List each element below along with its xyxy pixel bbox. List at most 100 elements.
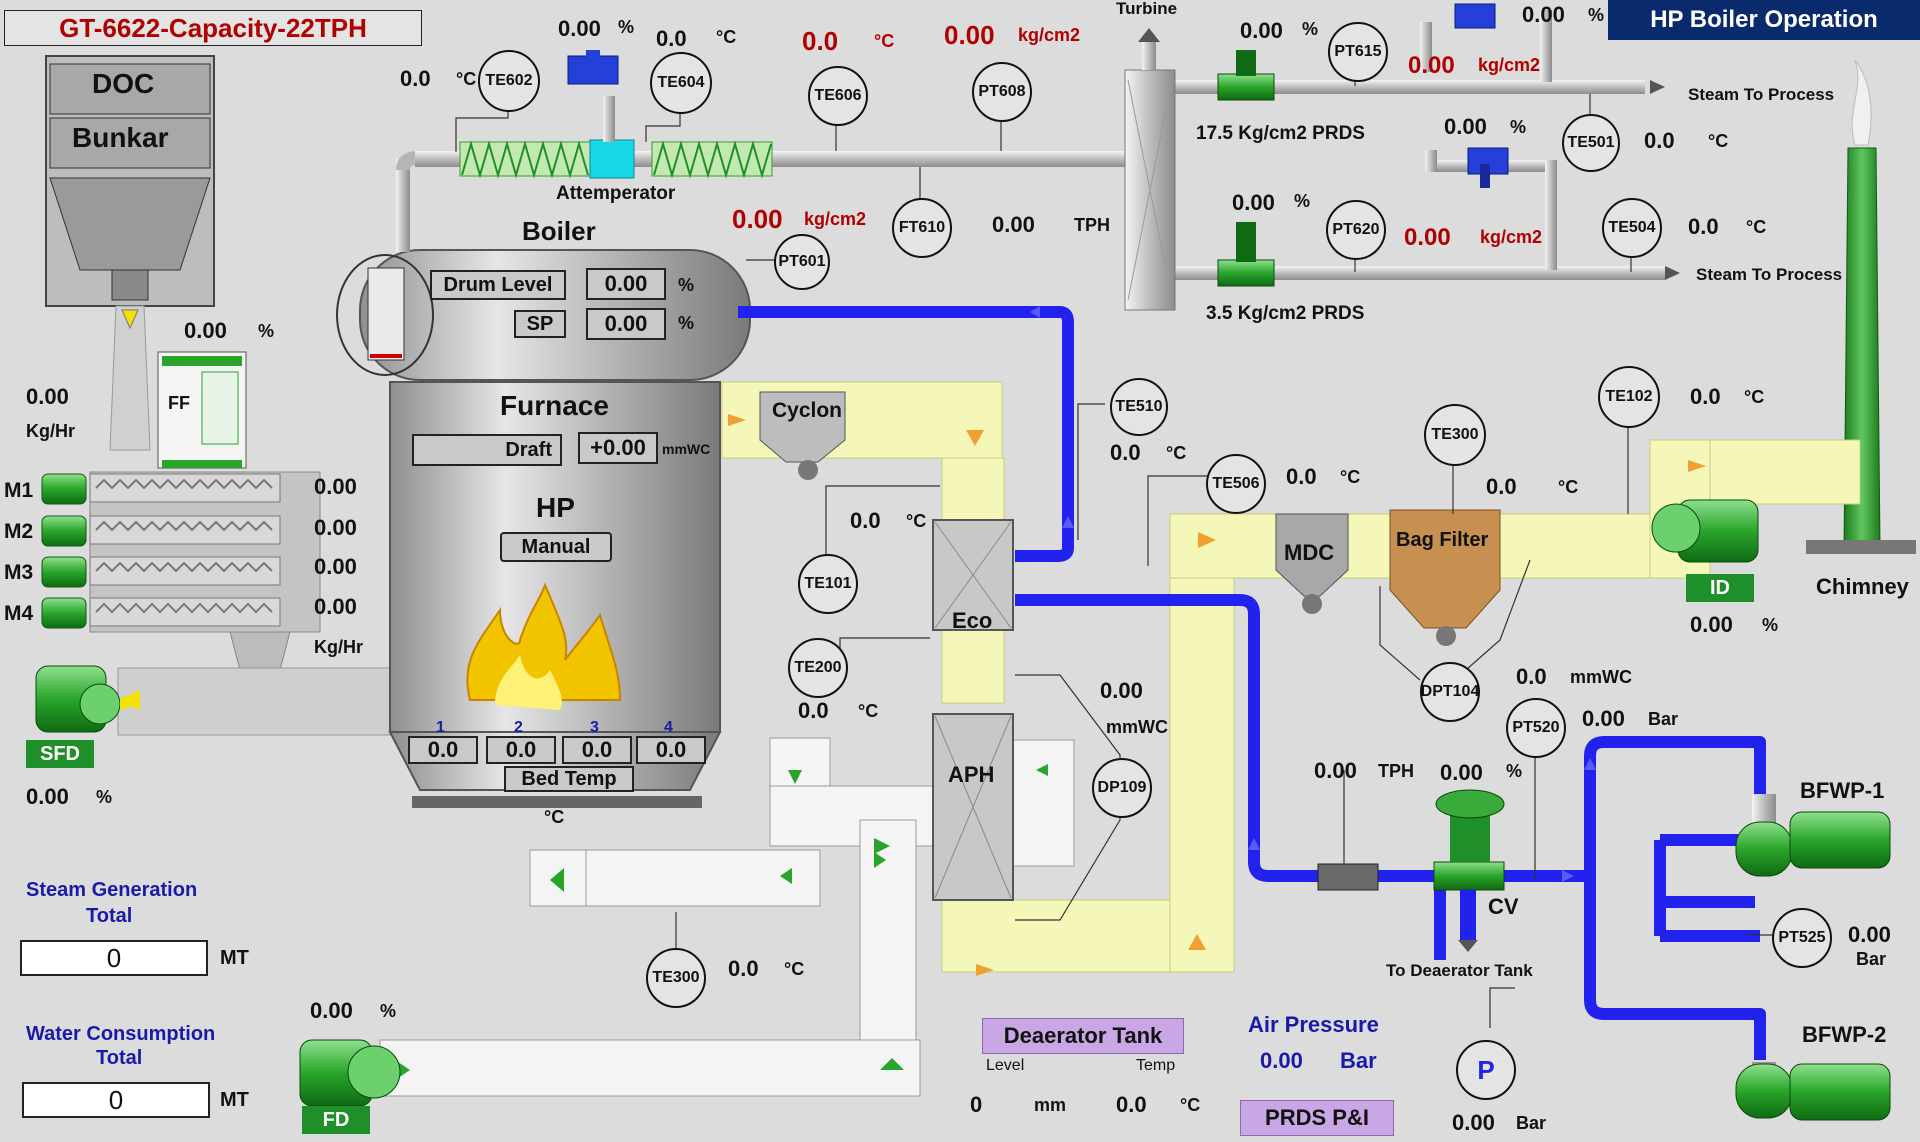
bag-filter-label: Bag Filter <box>1396 529 1489 551</box>
cv-label: CV <box>1488 894 1519 919</box>
te504-tag[interactable]: TE504 <box>1602 198 1662 258</box>
economizer <box>932 519 1014 631</box>
feeder-m1-label: M1 <box>4 479 34 502</box>
sfd-duct <box>117 667 391 736</box>
prds-pi-button[interactable]: PRDS P&I <box>1240 1100 1394 1136</box>
screw-feeders <box>89 471 321 671</box>
prds1-dest: Steam To Process <box>1688 85 1835 104</box>
bed-temp-1: 0.0 <box>408 736 478 764</box>
sfd-unit: % <box>96 787 113 807</box>
prds1-bypass-pct: 0.00 <box>1444 114 1487 139</box>
sfd-fan-button[interactable]: SFD <box>26 740 94 768</box>
draft-value: +0.00 <box>578 432 658 464</box>
te501-tag[interactable]: TE501 <box>1562 114 1620 172</box>
air-flow-arrows <box>398 764 1048 1078</box>
pt601-value: 0.00 <box>732 204 783 234</box>
boiler-title: Boiler <box>522 216 596 246</box>
screen-title: HP Boiler Operation <box>1608 0 1920 40</box>
te101-unit: °C <box>906 511 927 531</box>
id-fan-button[interactable]: ID <box>1686 574 1754 602</box>
dp109-tag[interactable]: DP109 <box>1092 758 1152 818</box>
te506-tag[interactable]: TE506 <box>1206 454 1266 514</box>
prds1-pct-unit: % <box>1302 19 1319 39</box>
feeder-motors <box>41 473 87 629</box>
coal-flow-value: 0.00 <box>26 384 69 409</box>
attemperator-pct-unit: % <box>618 17 635 37</box>
feeder-m1-value: 0.00 <box>314 474 357 499</box>
pt601-tag[interactable]: PT601 <box>774 234 830 290</box>
te510-tag[interactable]: TE510 <box>1110 378 1168 436</box>
feeder-m3-value: 0.00 <box>314 554 357 579</box>
pt525-tag[interactable]: PT525 <box>1772 908 1832 968</box>
ft610-tag[interactable]: FT610 <box>892 198 952 258</box>
ft610-unit: TPH <box>1074 215 1110 235</box>
bed-temp-label: Bed Temp <box>504 766 634 792</box>
te101-tag[interactable]: TE101 <box>798 554 858 614</box>
ff-label: FF <box>168 393 190 413</box>
pt615-value: 0.00 <box>1408 52 1455 79</box>
bunkar-label: Bunkar <box>72 122 169 153</box>
furnace-mode-button[interactable]: Manual <box>500 532 612 562</box>
bfwp2-label: BFWP-2 <box>1802 1022 1887 1047</box>
prds2-pct-unit: % <box>1294 191 1311 211</box>
bed-col-1: 1 <box>436 719 445 736</box>
draft-label: Draft <box>412 434 562 466</box>
fans <box>35 499 1759 1107</box>
cyclon-label: Cyclon <box>772 399 843 422</box>
deaerator-level-unit: mm <box>1034 1095 1067 1115</box>
water-total-unit: MT <box>220 1089 249 1111</box>
te200-tag[interactable]: TE200 <box>788 638 848 698</box>
te300-upper-unit: °C <box>1558 477 1579 497</box>
prds1-label: 17.5 Kg/cm2 PRDS <box>1196 123 1365 144</box>
fd-fan-button[interactable]: FD <box>302 1106 370 1134</box>
id-value: 0.00 <box>1690 612 1733 637</box>
feeder-m4-value: 0.00 <box>314 594 357 619</box>
te101-value: 0.0 <box>850 508 881 533</box>
steam-total-unit: MT <box>220 947 249 969</box>
turbine-label: Turbine <box>1116 0 1178 18</box>
drum-level-value: 0.00 <box>586 268 666 300</box>
prds2-label: 3.5 Kg/cm2 PRDS <box>1206 303 1365 324</box>
drum-sp-value[interactable]: 0.00 <box>586 308 666 340</box>
te604-tag[interactable]: TE604 <box>650 52 712 114</box>
te300-lower-tag[interactable]: TE300 <box>646 948 706 1008</box>
bed-temp-4: 0.0 <box>636 736 706 764</box>
pt615-tag[interactable]: PT615 <box>1328 22 1388 82</box>
te602-value: 0.0 <box>400 66 431 91</box>
te504-unit: °C <box>1746 217 1767 237</box>
eco-label: Eco <box>952 608 993 633</box>
bed-col-3: 3 <box>590 719 599 736</box>
air-preheater <box>932 713 1014 901</box>
te606-tag[interactable]: TE606 <box>808 66 868 126</box>
attemperator-valve-pct: 0.00 <box>558 16 601 41</box>
fd-value: 0.00 <box>310 998 353 1023</box>
te602-unit: °C <box>456 69 477 89</box>
deaerator-tank-button[interactable]: Deaerator Tank <box>982 1018 1184 1054</box>
te506-value: 0.0 <box>1286 464 1317 489</box>
pt620-tag[interactable]: PT620 <box>1326 200 1386 260</box>
pt520-unit: Bar <box>1648 709 1679 729</box>
te300-upper-tag[interactable]: TE300 <box>1424 404 1486 466</box>
deaerator-temp-value: 0.0 <box>1116 1092 1147 1117</box>
te300-lower-value: 0.0 <box>728 956 759 981</box>
pt520-tag[interactable]: PT520 <box>1506 698 1566 758</box>
pt608-tag[interactable]: PT608 <box>972 62 1032 122</box>
pump-p-value: 0.00 <box>1452 1110 1495 1135</box>
steam-total-value: 0 <box>20 940 208 976</box>
pressure-p-icon[interactable]: P <box>1456 1040 1516 1100</box>
dpt104-tag[interactable]: DPT104 <box>1420 662 1480 722</box>
sfd-value: 0.00 <box>26 784 69 809</box>
pt615-unit: kg/cm2 <box>1478 55 1541 75</box>
deaerator-level-value: 0 <box>970 1092 983 1117</box>
te102-tag[interactable]: TE102 <box>1598 366 1660 428</box>
feedwater-control-valve <box>1317 789 1505 952</box>
pt520-value: 0.00 <box>1582 706 1625 731</box>
pt525-value: 0.00 <box>1848 922 1891 947</box>
gas-flow-arrows <box>728 414 1706 976</box>
cv-pct-value: 0.00 <box>1440 760 1483 785</box>
te602-tag[interactable]: TE602 <box>478 50 540 112</box>
te606-unit: °C <box>874 31 895 51</box>
chimney-label: Chimney <box>1816 574 1909 599</box>
prds1-top-pct-unit: % <box>1588 5 1605 25</box>
prds1-top-pct: 0.00 <box>1522 2 1565 27</box>
